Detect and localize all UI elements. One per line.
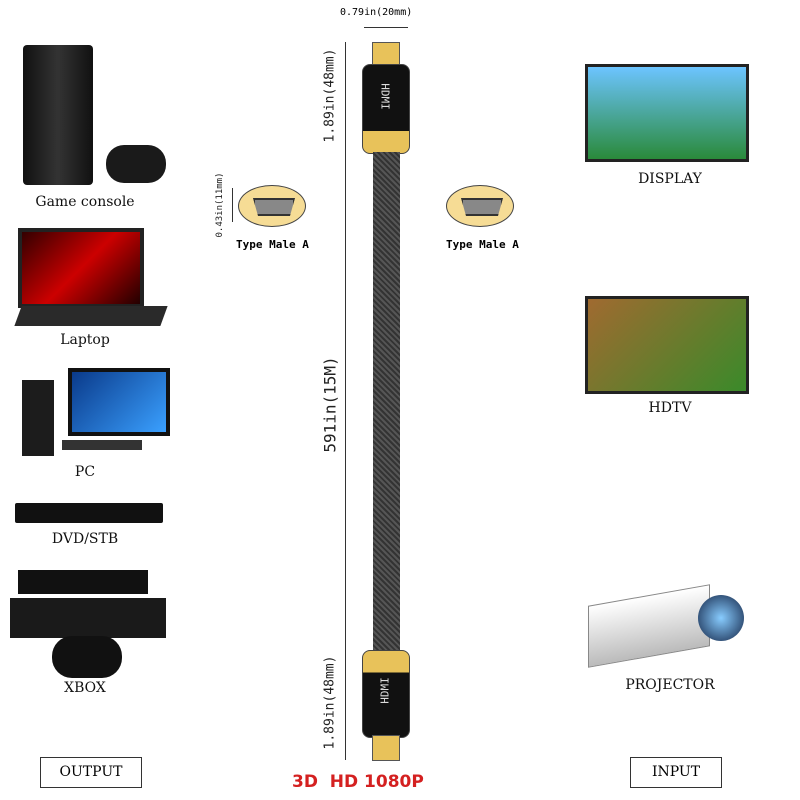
connector-top-tip [372,42,400,68]
device-label-game-console: Game console [35,194,135,210]
game-console-icon [18,45,168,190]
plug-height-dim: 0.43in(11mm) [215,172,225,238]
display-icon [585,64,749,162]
hdtv-icon [585,296,749,394]
laptop-icon [14,228,168,328]
plug-right-icon [446,185,514,227]
connector-top [362,64,410,154]
width-dim: 0.79in(20mm) [340,7,413,18]
device-label-dvd-stb: DVD/STB [51,531,119,547]
pc-icon [22,368,172,458]
device-label-projector: PROJECTOR [625,677,715,693]
connector-top-length: 1.89in(48mm) [322,48,338,143]
dvd-player-icon [15,503,163,523]
device-label-pc: PC [74,464,96,480]
tagline: 3D HD 1080P [292,772,424,792]
cable-length: 591in(15M) [320,356,340,453]
connector-brand-bottom: HDMI [378,677,392,704]
xbox-icon [10,570,170,680]
connector-bottom-length: 1.89in(48mm) [322,655,338,750]
dim-line [364,27,408,28]
device-label-laptop: Laptop [60,332,110,348]
device-label-xbox: XBOX [64,680,106,696]
device-label-display: DISPLAY [638,171,702,187]
device-label-hdtv: HDTV [648,400,692,416]
plug-right-label: Type Male A [446,238,519,251]
dim-line [345,42,346,760]
plug-left-icon [238,185,306,227]
projector-icon [588,584,748,670]
output-label: OUTPUT [40,757,142,788]
cable-body [373,152,400,652]
input-label: INPUT [630,757,722,788]
connector-brand-top: HDMI [378,83,392,110]
dim-line [232,188,233,222]
connector-bottom-tip [372,735,400,761]
plug-left-label: Type Male A [236,238,309,251]
